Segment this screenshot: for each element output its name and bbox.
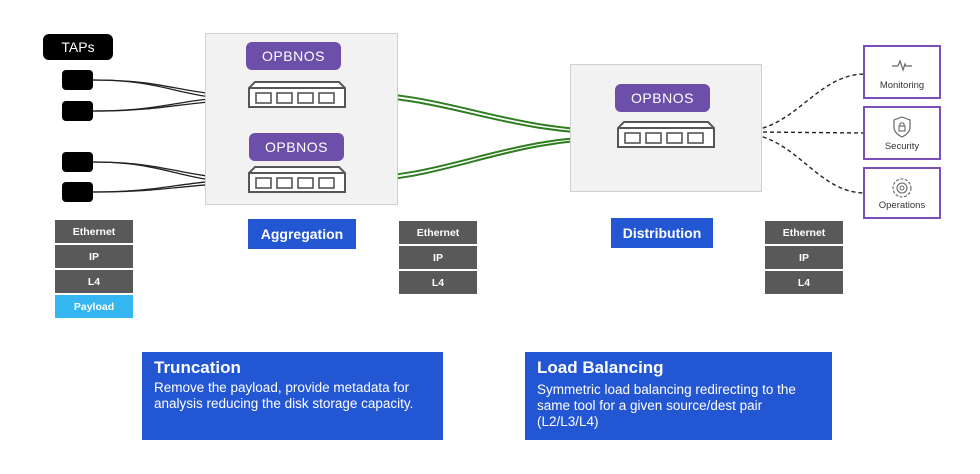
os-label-distribution: OPBNOS — [615, 84, 710, 112]
tool-link — [755, 73, 865, 131]
stack-cell-payload: Payload — [55, 295, 133, 320]
os-label-aggregation-2: OPBNOS — [249, 133, 344, 161]
load-balancing-card: Load Balancing Symmetric load balancing … — [525, 352, 832, 440]
os-label-text: OPBNOS — [265, 139, 328, 155]
tool-label: Security — [884, 141, 920, 152]
switch-icon — [617, 121, 715, 148]
os-label-text: OPBNOS — [631, 90, 694, 106]
aggregation-label: Aggregation — [248, 219, 356, 249]
tool-link — [755, 131, 865, 134]
tool-security: Security — [863, 106, 941, 160]
load-balancing-title: Load Balancing — [537, 358, 664, 377]
load-balancing-text: Symmetric load balancing redirecting to … — [537, 382, 796, 429]
tap-device — [62, 182, 93, 202]
protocol-stack-middle: Ethernet IP L4 — [399, 221, 477, 296]
lock-shield-icon — [865, 116, 939, 138]
pulse-icon — [865, 57, 939, 73]
tool-label: Operations — [878, 200, 926, 211]
truncation-card: Truncation Remove the payload, provide m… — [142, 352, 443, 440]
tap-device — [62, 152, 93, 172]
stack-cell: L4 — [765, 271, 843, 296]
switch-icon — [248, 166, 346, 193]
stack-cell: IP — [399, 246, 477, 271]
taps-label: TAPs — [43, 34, 113, 60]
os-label-aggregation-1: OPBNOS — [246, 42, 341, 70]
truncation-title: Truncation — [154, 358, 241, 377]
protocol-stack-left: Ethernet IP L4 Payload — [55, 220, 133, 320]
stack-cell: Ethernet — [765, 221, 843, 246]
switch-icon — [248, 81, 346, 108]
tap-device — [62, 70, 93, 90]
stack-cell: IP — [55, 245, 133, 270]
distribution-label-text: Distribution — [622, 225, 702, 241]
aggregation-label-text: Aggregation — [260, 226, 344, 242]
tool-monitoring: Monitoring — [863, 45, 941, 99]
taps-label-text: TAPs — [61, 39, 95, 55]
tap-device — [62, 101, 93, 121]
distribution-label: Distribution — [611, 218, 713, 248]
stack-cell: L4 — [399, 271, 477, 296]
stack-cell: IP — [765, 246, 843, 271]
stack-cell: Ethernet — [55, 220, 133, 245]
stack-cell: L4 — [55, 270, 133, 295]
truncation-text: Remove the payload, provide metadata for… — [154, 380, 414, 411]
tool-label: Monitoring — [879, 80, 925, 91]
gear-icon — [865, 177, 939, 199]
os-label-text: OPBNOS — [262, 48, 325, 64]
tool-link — [755, 134, 865, 194]
protocol-stack-right: Ethernet IP L4 — [765, 221, 843, 296]
tool-operations: Operations — [863, 167, 941, 219]
stack-cell: Ethernet — [399, 221, 477, 246]
